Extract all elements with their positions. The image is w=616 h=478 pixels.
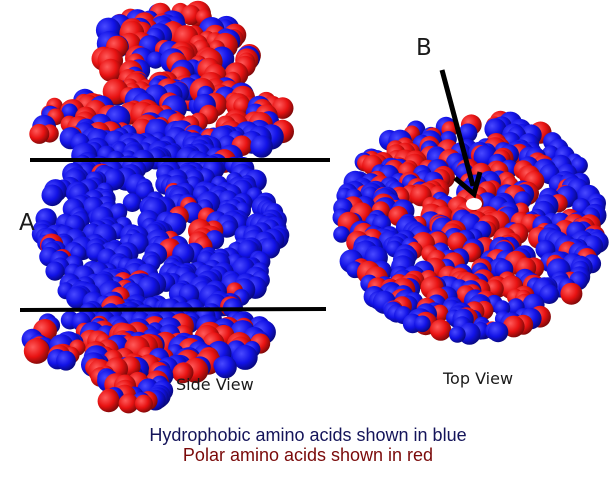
atom-sphere (56, 350, 76, 371)
pore-opening (466, 198, 482, 210)
atom-sphere (134, 394, 153, 413)
legend-hydrophobic: Hydrophobic amino acids shown in blue (149, 425, 467, 445)
top-view-molecule (332, 110, 609, 345)
atom-sphere (99, 58, 123, 82)
atom-sphere (560, 282, 583, 305)
atom-sphere (23, 338, 50, 364)
atom-sphere (487, 321, 509, 343)
label-a: A (19, 210, 35, 236)
atom-sphere (220, 220, 238, 237)
atom-sphere (45, 261, 65, 281)
atom-sphere (41, 184, 64, 207)
atom-sphere (122, 193, 142, 213)
atom-sphere (146, 51, 165, 69)
side-view-molecule (21, 0, 294, 414)
atom-sphere (118, 393, 139, 414)
atom-sphere (180, 4, 201, 26)
atom-sphere (539, 284, 559, 305)
atom-sphere (97, 390, 120, 413)
atom-sphere (447, 232, 468, 253)
atom-sphere (61, 103, 78, 120)
atom-sphere (232, 344, 258, 370)
membrane-lower-line (19, 307, 327, 312)
atom-sphere (333, 226, 350, 243)
atom-sphere (458, 123, 478, 143)
atom-sphere (29, 123, 50, 144)
legend-polar: Polar amino acids shown in red (182, 445, 434, 465)
atom-sphere (172, 362, 193, 384)
atom-sphere (449, 326, 466, 343)
atom-sphere (430, 319, 452, 341)
atom-sphere (250, 135, 273, 158)
atom-sphere (214, 355, 237, 379)
pore-arrow-shaft (439, 69, 476, 187)
label-b: B (416, 35, 432, 61)
atom-sphere (414, 315, 431, 333)
side-view-label: Side View (176, 375, 254, 394)
pore-arrow-head (453, 171, 483, 199)
top-view-label: Top View (443, 369, 514, 388)
